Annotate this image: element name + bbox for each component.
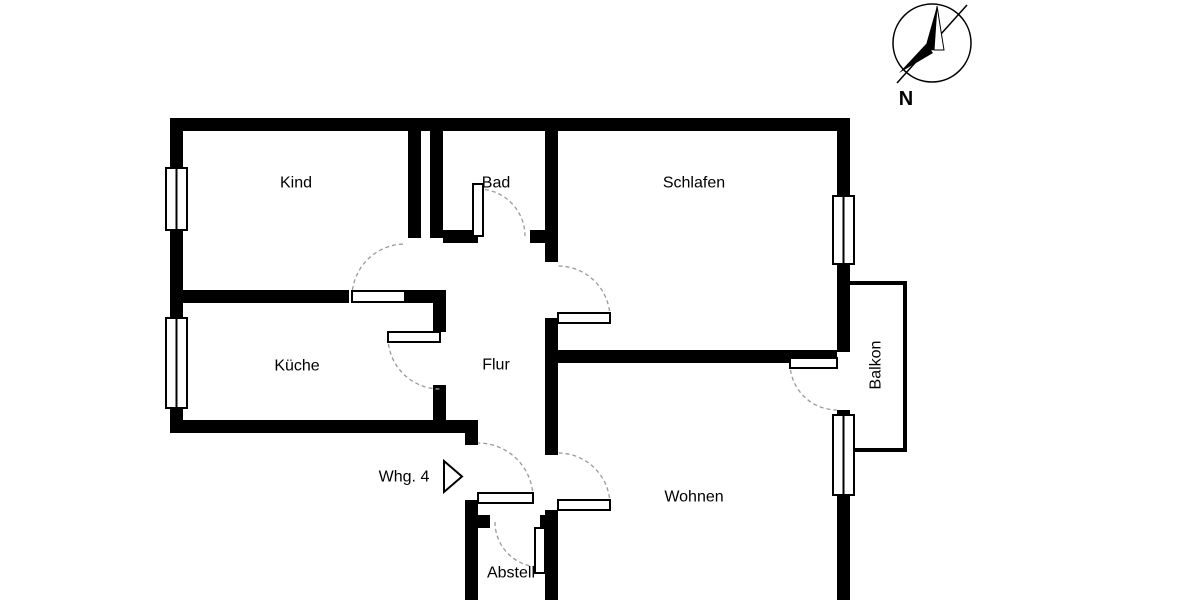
door-arc-wohnen xyxy=(557,452,611,506)
wall-segment xyxy=(408,131,421,238)
window-schlafen xyxy=(832,195,855,265)
wall-segment xyxy=(433,385,446,433)
door-arc-kueche xyxy=(387,336,441,390)
compass-rose-icon: N xyxy=(892,3,972,110)
room-labels: Kind Bad Schlafen Küche Flur Wohnen Abst… xyxy=(274,175,884,582)
wall-segment xyxy=(443,230,478,243)
entrance-arrow-icon xyxy=(443,458,464,495)
window-wohnen xyxy=(832,414,855,496)
wall-segment xyxy=(465,500,478,600)
door-leaf-wohnen xyxy=(557,499,611,511)
door-arc-bad xyxy=(477,188,526,237)
wall-segment xyxy=(433,303,446,332)
door-leaf-abstell xyxy=(534,527,546,574)
room-label-wohnen: Wohnen xyxy=(664,489,723,506)
room-label-flur: Flur xyxy=(482,357,510,374)
walls xyxy=(170,118,850,600)
balcony-outline xyxy=(850,281,907,452)
door-arc-entrance xyxy=(477,442,534,499)
compass-north-label: N xyxy=(899,88,913,110)
windows xyxy=(165,167,855,496)
room-label-schlafen: Schlafen xyxy=(663,175,725,192)
door-leaf-schlafen xyxy=(557,312,611,324)
door-leaf-bad xyxy=(472,183,484,237)
door-leaf-kueche xyxy=(387,331,441,343)
door-arc-kind xyxy=(351,243,406,298)
room-label-kueche: Küche xyxy=(274,358,319,375)
wall-segment xyxy=(545,318,558,455)
door-leaves xyxy=(351,183,838,574)
wall-segment xyxy=(558,350,837,363)
window-kind xyxy=(165,167,188,231)
wall-segment xyxy=(170,420,478,433)
room-label-kind: Kind xyxy=(280,175,312,192)
door-leaf-entrance xyxy=(477,492,534,504)
wall-segment xyxy=(545,510,558,600)
door-arc-schlafen xyxy=(557,265,611,319)
wall-segment xyxy=(465,433,478,445)
room-label-abstell: Abstell xyxy=(487,565,535,582)
unit-label: Whg. 4 xyxy=(379,469,430,486)
door-arc-balkon xyxy=(789,362,838,411)
wall-segment xyxy=(430,131,443,238)
room-label-bad: Bad xyxy=(482,175,510,192)
door-leaf-balkon xyxy=(789,357,838,369)
wall-segment xyxy=(545,131,558,262)
wall-segment xyxy=(403,290,446,303)
compass-needle-sw xyxy=(899,44,933,73)
compass-circle xyxy=(892,3,972,83)
door-arc-abstell xyxy=(494,521,541,568)
door-arcs xyxy=(351,188,838,568)
compass-needle-light xyxy=(933,5,945,51)
wall-segment xyxy=(170,118,850,131)
door-leaf-kind xyxy=(351,290,406,303)
wall-segment xyxy=(478,515,490,528)
wall-segment xyxy=(183,290,349,303)
compass-needle-dark xyxy=(924,6,937,52)
room-label-balkon: Balkon xyxy=(868,341,885,390)
wall-segment xyxy=(540,515,558,528)
window-kueche xyxy=(165,317,188,409)
